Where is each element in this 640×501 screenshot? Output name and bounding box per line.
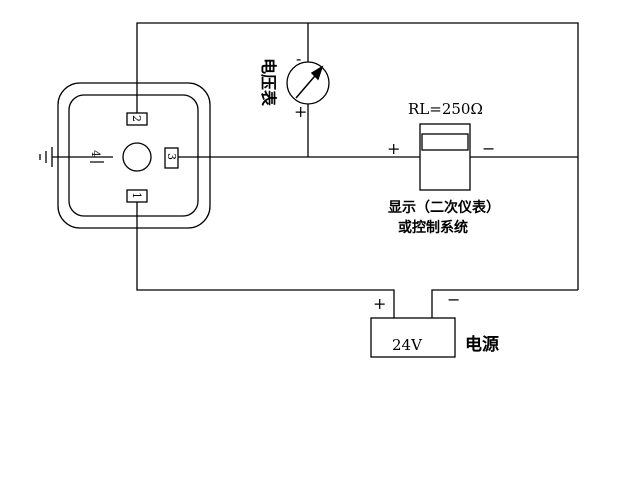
display-label-line2: 或控制系统	[398, 219, 468, 236]
wire-pin1-bottom	[136, 202, 395, 318]
resistance-label: RL=250Ω	[408, 100, 483, 118]
pin-2-label: 2	[130, 115, 143, 122]
pin-3-bracket	[164, 147, 179, 169]
connector-outer-frame	[57, 82, 211, 229]
power-plus: +	[373, 294, 386, 313]
power-supply-box	[370, 317, 456, 358]
display-label-line1: 显示（二次仪表）	[388, 199, 500, 216]
display-minus: −	[482, 139, 495, 158]
pin-4-label: 4	[89, 150, 102, 157]
voltmeter-arrowhead	[310, 65, 324, 81]
voltmeter-label: 电压表	[259, 58, 278, 107]
voltmeter-plus: +	[294, 102, 307, 121]
connector-inner-frame	[68, 94, 199, 217]
power-voltage: 24V	[392, 336, 423, 354]
power-minus: −	[447, 290, 460, 309]
voltmeter-symbol	[286, 61, 330, 105]
display-instrument-box	[419, 123, 471, 191]
voltmeter-minus: -	[296, 49, 301, 68]
pin-1-label: 1	[130, 192, 143, 199]
power-label: 电源	[465, 334, 499, 355]
pin-3-label: 3	[165, 153, 178, 160]
wire-power-minus	[431, 289, 578, 318]
connector-center-hole	[122, 142, 152, 172]
display-plus: +	[387, 139, 400, 158]
display-window	[421, 133, 469, 151]
